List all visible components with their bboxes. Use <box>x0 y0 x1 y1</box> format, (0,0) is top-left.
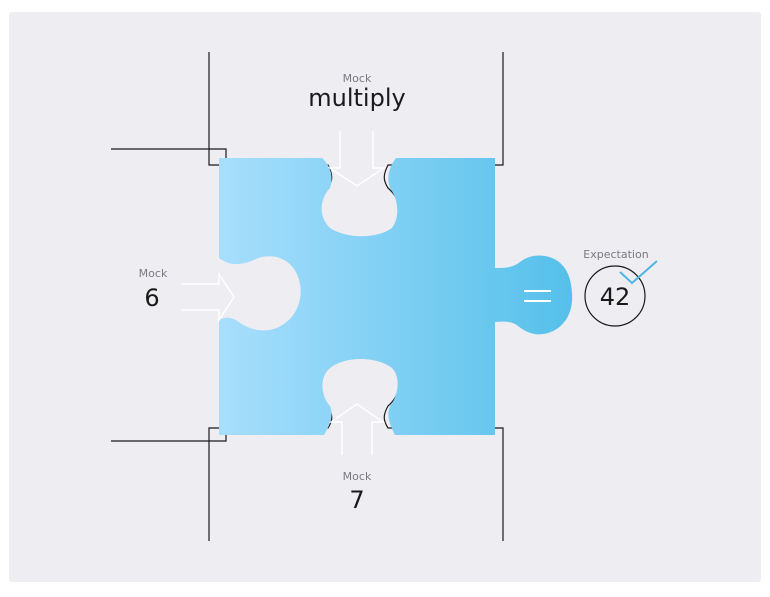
bottom-arrow <box>328 403 386 455</box>
left-input-caption: Mock <box>139 267 168 280</box>
bottom-input-caption: Mock <box>343 470 372 483</box>
puzzle-piece <box>219 158 573 435</box>
bottom-input-value: 7 <box>349 486 364 514</box>
top-input-value: multiply <box>308 84 405 112</box>
equals-icon <box>524 290 551 302</box>
result-value: 42 <box>600 283 631 311</box>
top-input-caption: Mock <box>343 72 372 85</box>
top-arrow <box>327 131 387 187</box>
result-caption: Expectation <box>583 248 648 261</box>
check-icon <box>619 260 658 285</box>
left-socket <box>219 256 301 331</box>
left-arrow <box>181 271 235 323</box>
left-input-value: 6 <box>144 284 159 312</box>
